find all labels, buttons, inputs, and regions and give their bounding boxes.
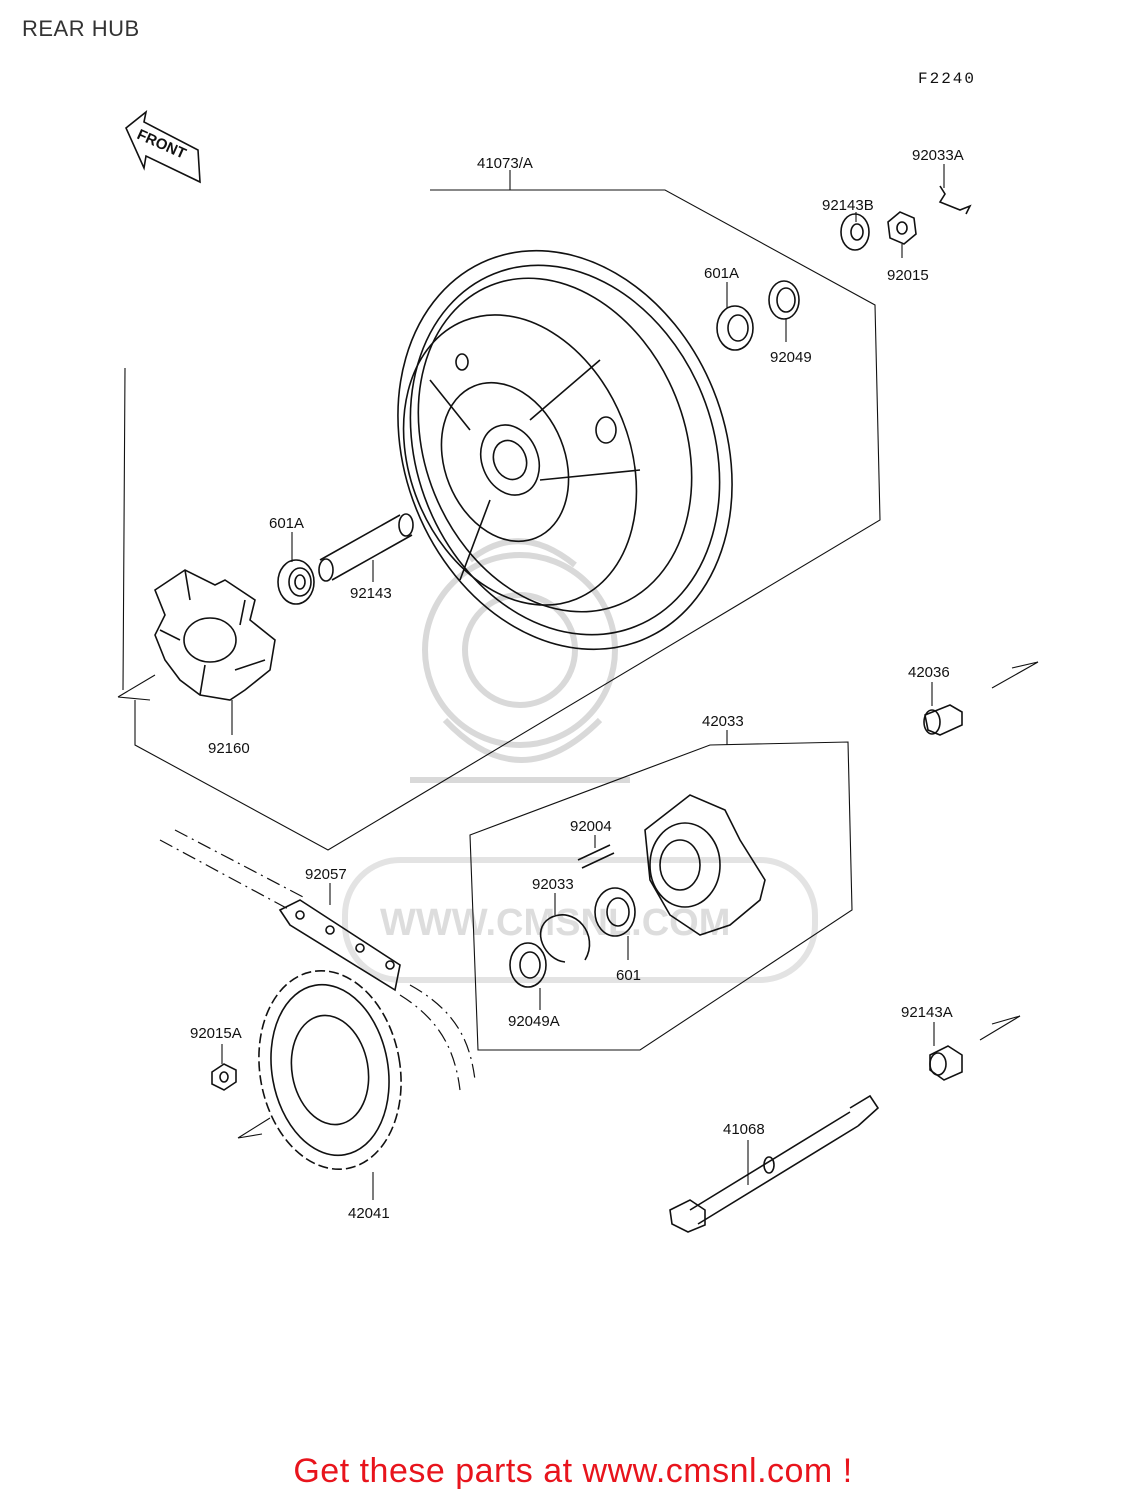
rear-axle-41068 — [669, 1094, 880, 1233]
part-label-92057: 92057 — [305, 866, 347, 883]
seal-92049 — [768, 280, 800, 320]
part-label-92015: 92015 — [887, 267, 929, 284]
part-label-92015a: 92015A — [190, 1025, 242, 1042]
nut-92015a — [211, 1063, 237, 1091]
part-label-92033: 92033 — [532, 876, 574, 893]
part-label-41073a: 41073/A — [477, 155, 533, 172]
exploded-parts-diagram: WWW.CMSNL.COM FRONT — [117, 110, 1039, 1233]
part-label-42036: 42036 — [908, 664, 950, 681]
bearing-601 — [594, 887, 636, 937]
diagram-code: F2240 — [918, 70, 977, 88]
pointer-42041 — [237, 1117, 271, 1139]
nut-92015 — [887, 211, 917, 245]
part-label-42041: 42041 — [348, 1205, 390, 1222]
cotter-pin-92033a — [938, 185, 972, 215]
hub-damper-92160 — [154, 569, 276, 701]
part-label-92160: 92160 — [208, 740, 250, 757]
part-label-601a-left: 601A — [269, 515, 304, 532]
bearing-601a-left — [277, 559, 315, 605]
part-label-92004: 92004 — [570, 818, 612, 835]
front-arrow: FRONT — [125, 110, 201, 184]
part-label-92143b: 92143B — [822, 197, 874, 214]
part-label-42033: 42033 — [702, 713, 744, 730]
drive-chain-92057 — [159, 829, 476, 1091]
sprocket-coupling-42033 — [644, 794, 766, 936]
circlip-92033 — [539, 914, 591, 963]
collar-92143a — [929, 1045, 963, 1081]
seal-92049a — [509, 942, 547, 988]
rear-sprocket-42041 — [258, 969, 402, 1171]
part-label-41068: 41068 — [723, 1121, 765, 1138]
part-label-601: 601 — [616, 967, 641, 984]
bearing-601a-top — [716, 305, 754, 351]
leader-lines — [221, 164, 945, 1200]
part-label-92143: 92143 — [350, 585, 392, 602]
wheel-group-outline — [122, 189, 881, 851]
pointer-92160 — [117, 674, 156, 701]
axle-spacer-92143 — [318, 513, 414, 582]
rear-wheel — [397, 249, 733, 651]
page-title: REAR HUB — [22, 16, 140, 41]
part-label-92049: 92049 — [770, 349, 812, 366]
cta-link[interactable]: Get these parts at www.cmsnl.com ! — [293, 1452, 853, 1490]
collar-42036 — [923, 704, 963, 736]
part-label-92143a: 92143A — [901, 1004, 953, 1021]
watermark: WWW.CMSNL.COM — [342, 538, 818, 983]
pointer-92143a — [979, 1015, 1021, 1041]
part-label-92049a: 92049A — [508, 1013, 560, 1030]
coupling-group-outline — [469, 741, 853, 1051]
part-label-601a-top: 601A — [704, 265, 739, 282]
part-label-92033a: 92033A — [912, 147, 964, 164]
stud-92004 — [577, 844, 615, 869]
collar-92143b — [840, 213, 870, 251]
pointer-42036 — [991, 661, 1039, 689]
